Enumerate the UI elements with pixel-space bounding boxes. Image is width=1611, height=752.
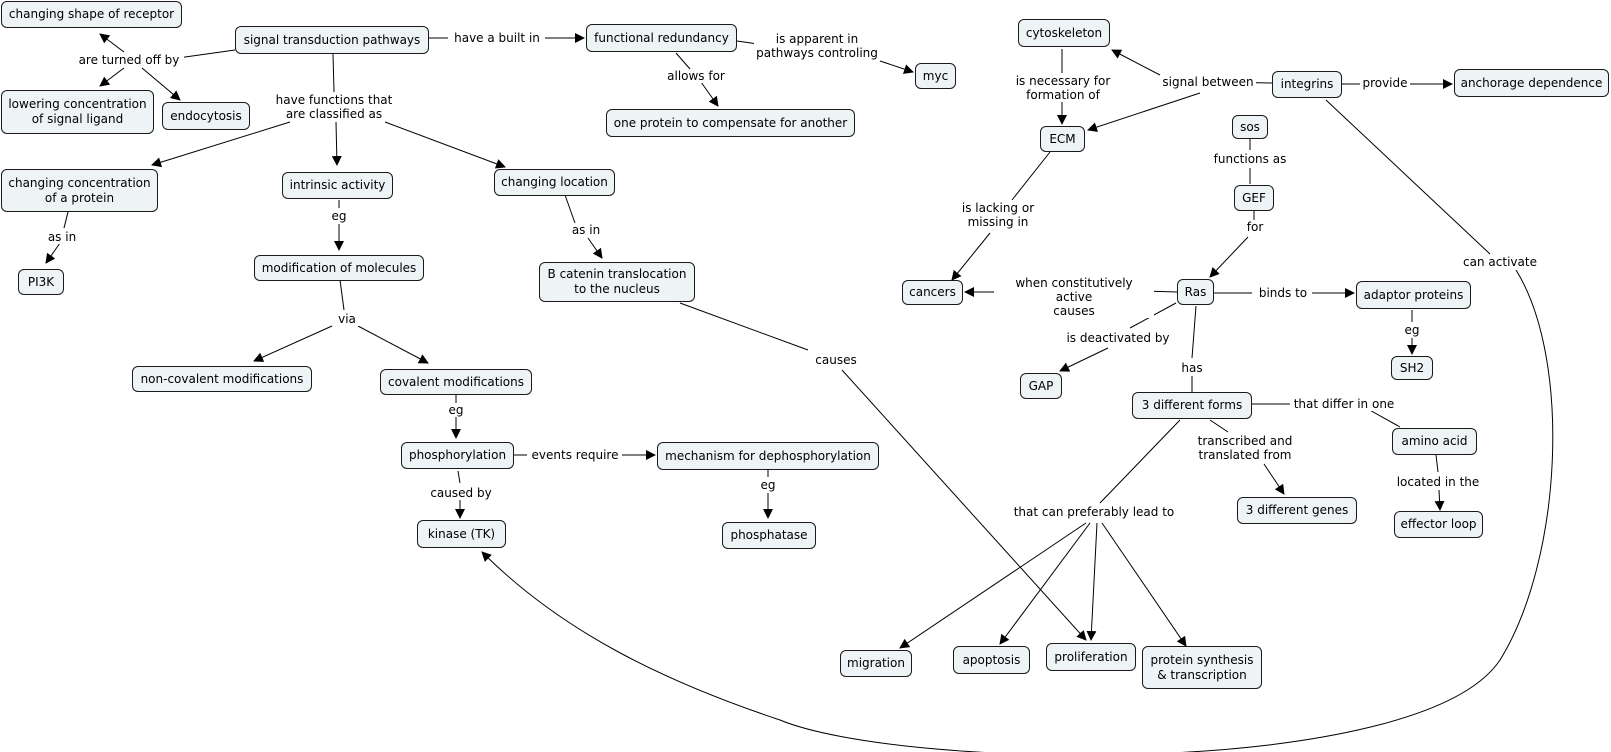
link-provide: provide (1360, 76, 1410, 90)
link-can-activate: can activate (1458, 255, 1542, 269)
node-mechanism-for-dephosphorylation[interactable]: mechanism for dephosphorylation (657, 442, 879, 470)
link-via: via (332, 312, 362, 326)
link-that-differ: that differ in one (1290, 397, 1398, 411)
link-for: for (1240, 220, 1270, 234)
node-changing-shape-of-receptor[interactable]: changing shape of receptor (1, 1, 182, 28)
link-caused-by: caused by (424, 486, 498, 500)
node-kinase-tk[interactable]: kinase (TK) (417, 520, 506, 548)
link-as-in-bcatenin: as in (566, 223, 606, 237)
link-is-lacking: is lacking or missing in (954, 201, 1042, 229)
node-endocytosis[interactable]: endocytosis (162, 102, 250, 130)
link-causes: causes (810, 353, 862, 367)
node-cancers[interactable]: cancers (902, 280, 963, 305)
link-functions-as: functions as (1210, 152, 1290, 166)
node-modification-of-molecules[interactable]: modification of molecules (254, 255, 424, 281)
link-is-necessary-for: is necessary for formation of (1010, 74, 1116, 102)
link-have-functions: have functions that are classified as (272, 93, 396, 121)
node-effector-loop[interactable]: effector loop (1394, 511, 1483, 538)
node-intrinsic-activity[interactable]: intrinsic activity (282, 172, 393, 199)
node-myc[interactable]: myc (915, 63, 956, 89)
node-protein-synthesis[interactable]: protein synthesis & transcription (1142, 646, 1262, 689)
link-transcribed: transcribed and translated from (1194, 434, 1296, 462)
link-located-in-the: located in the (1392, 475, 1484, 489)
node-gap[interactable]: GAP (1020, 373, 1062, 399)
link-allows-for: allows for (662, 69, 730, 83)
link-is-apparent-in: is apparent in pathways controling (754, 32, 880, 60)
link-is-deactivated-by: is deactivated by (1062, 331, 1174, 345)
node-covalent-modifications[interactable]: covalent modifications (380, 369, 532, 395)
node-phosphatase[interactable]: phosphatase (722, 522, 816, 549)
node-changing-location[interactable]: changing location (494, 169, 615, 196)
link-events-require: events require (528, 448, 622, 462)
node-one-protein-to-compensate[interactable]: one protein to compensate for another (606, 109, 855, 137)
node-adaptor-proteins[interactable]: adaptor proteins (1356, 281, 1471, 309)
link-eg-adaptor: eg (1400, 323, 1424, 337)
node-migration[interactable]: migration (840, 650, 912, 677)
node-non-covalent-modifications[interactable]: non-covalent modifications (132, 366, 312, 392)
node-gef[interactable]: GEF (1234, 185, 1274, 211)
node-b-catenin-translocation[interactable]: B catenin translocation to the nucleus (539, 262, 695, 302)
node-3-different-genes[interactable]: 3 different genes (1237, 497, 1357, 524)
node-apoptosis[interactable]: apoptosis (953, 646, 1030, 674)
node-cytoskeleton[interactable]: cytoskeleton (1018, 19, 1110, 47)
node-3-different-forms[interactable]: 3 different forms (1132, 392, 1252, 419)
node-integrins[interactable]: integrins (1272, 71, 1342, 98)
node-phosphorylation[interactable]: phosphorylation (401, 442, 514, 469)
link-binds-to: binds to (1254, 286, 1312, 300)
link-eg-dephosphorylation: eg (756, 478, 780, 492)
node-lowering-concentration[interactable]: lowering concentration of signal ligand (1, 90, 154, 134)
node-anchorage-dependence[interactable]: anchorage dependence (1454, 69, 1609, 97)
link-eg-intrinsic: eg (327, 209, 351, 223)
link-has: has (1176, 361, 1208, 375)
node-pi3k[interactable]: PI3K (18, 269, 64, 295)
node-functional-redundancy[interactable]: functional redundancy (586, 24, 737, 52)
node-proliferation[interactable]: proliferation (1046, 643, 1136, 671)
link-when-constitutively: when constitutively active causes (994, 276, 1154, 318)
node-sh2[interactable]: SH2 (1391, 356, 1433, 380)
node-changing-concentration[interactable]: changing concentration of a protein (1, 169, 158, 212)
node-signal-transduction-pathways[interactable]: signal transduction pathways (235, 26, 429, 54)
link-eg-covalent: eg (444, 403, 468, 417)
node-amino-acid[interactable]: amino acid (1392, 428, 1477, 455)
node-ecm[interactable]: ECM (1040, 126, 1085, 152)
link-have-a-built-in: have a built in (449, 31, 545, 45)
link-are-turned-off-by: are turned off by (74, 53, 184, 67)
link-as-in-pi3k: as in (42, 230, 82, 244)
node-ras[interactable]: Ras (1177, 279, 1214, 305)
node-sos[interactable]: sos (1232, 115, 1268, 139)
link-signal-between: signal between (1160, 75, 1256, 89)
link-that-can-lead: that can preferably lead to (1010, 505, 1178, 519)
